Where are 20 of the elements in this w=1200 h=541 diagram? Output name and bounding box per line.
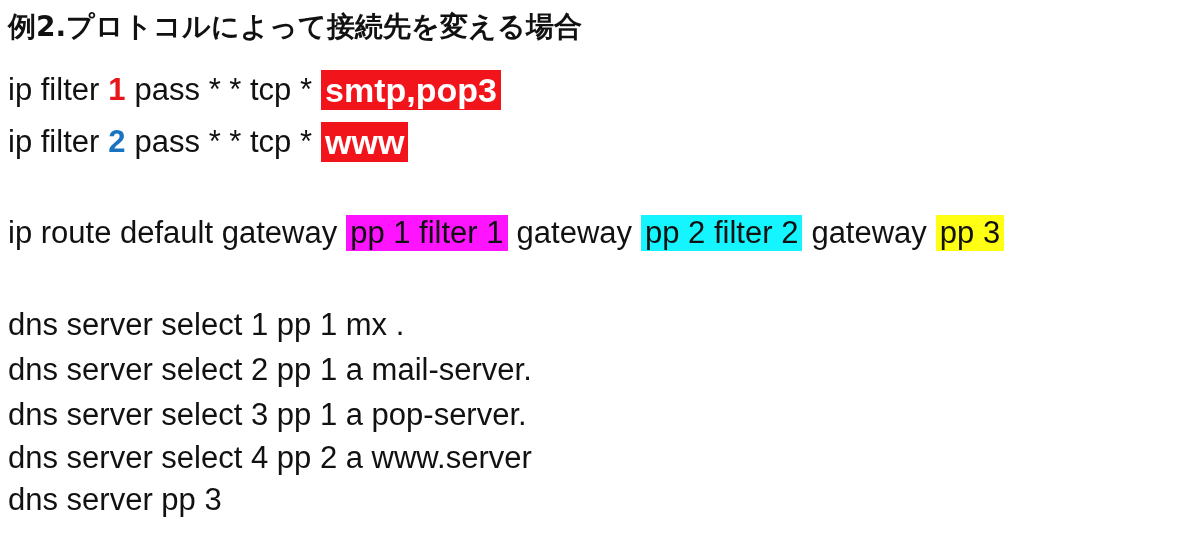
command-text: pass * * tcp * xyxy=(134,72,313,108)
command-line: dns server select 3 pp 1 a pop-server. xyxy=(8,397,527,433)
port-highlight: www xyxy=(321,122,409,162)
route-highlight: pp 1 filter 1 xyxy=(346,215,508,251)
filter-number: 1 xyxy=(108,72,126,108)
command-text: pass * * tcp * xyxy=(134,124,313,160)
command-line: dns server select 1 pp 1 mx . xyxy=(8,307,405,343)
command-text: ip filter xyxy=(8,72,100,108)
filter-number: 2 xyxy=(108,124,126,160)
route-highlight: pp 3 xyxy=(935,215,1005,251)
command-text: ip route default gateway xyxy=(8,215,338,251)
command-line: dns server pp 3 xyxy=(8,482,222,518)
port-highlight: smtp,pop3 xyxy=(321,70,501,110)
command-line: dns server select 2 pp 1 a mail-server. xyxy=(8,352,532,388)
command-text: gateway xyxy=(516,215,632,251)
command-text: gateway xyxy=(811,215,927,251)
route-highlight: pp 2 filter 2 xyxy=(641,215,803,251)
command-line: dns server select 4 pp 2 a www.server xyxy=(8,440,532,476)
slide-title: 例2.プロトコルによって接続先を変える場合 xyxy=(8,9,583,45)
command-text: ip filter xyxy=(8,124,100,160)
